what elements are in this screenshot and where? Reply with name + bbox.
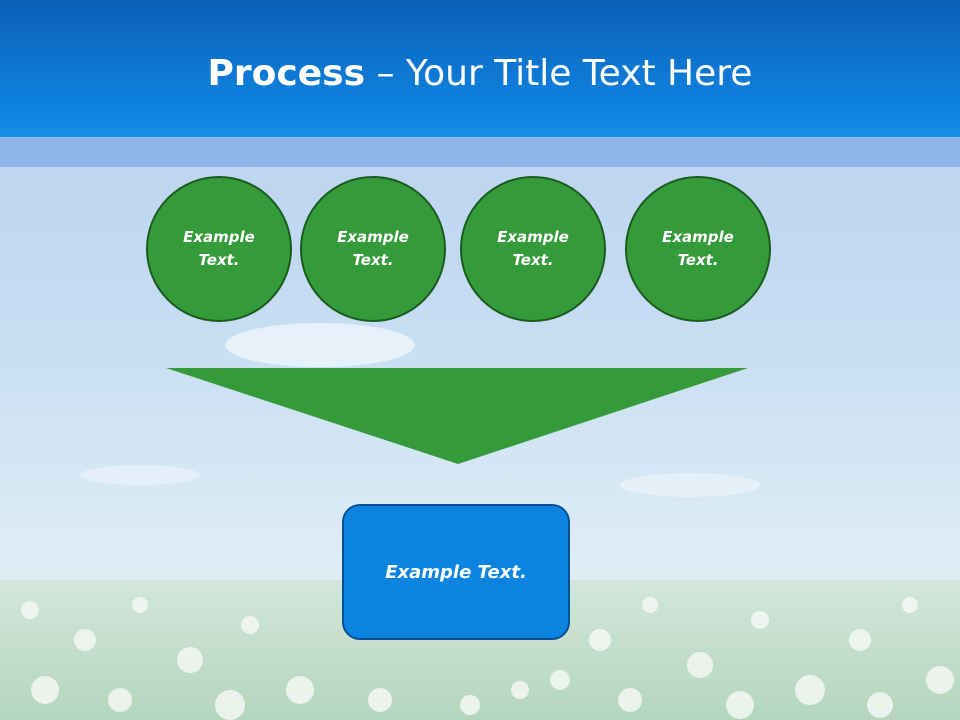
process-step-2[interactable]: Example Text. bbox=[300, 176, 446, 322]
process-step-1[interactable]: Example Text. bbox=[146, 176, 292, 322]
result-box[interactable]: Example Text. bbox=[342, 504, 570, 640]
slide-title-rest: – Your Title Text Here bbox=[365, 53, 753, 94]
slide-title[interactable]: Process – Your Title Text Here bbox=[0, 50, 960, 98]
process-step-label: Example Text. bbox=[662, 228, 734, 269]
process-step-label: Example Text. bbox=[183, 228, 255, 269]
title-bar bbox=[0, 0, 960, 137]
slide-title-bold: Process bbox=[207, 53, 366, 94]
result-label: Example Text. bbox=[385, 561, 527, 583]
funnel-arrow[interactable] bbox=[166, 368, 748, 464]
process-step-4[interactable]: Example Text. bbox=[625, 176, 771, 322]
process-step-label: Example Text. bbox=[337, 228, 409, 269]
process-step-3[interactable]: Example Text. bbox=[460, 176, 606, 322]
title-bar-band bbox=[0, 137, 960, 167]
process-step-label: Example Text. bbox=[497, 228, 569, 269]
